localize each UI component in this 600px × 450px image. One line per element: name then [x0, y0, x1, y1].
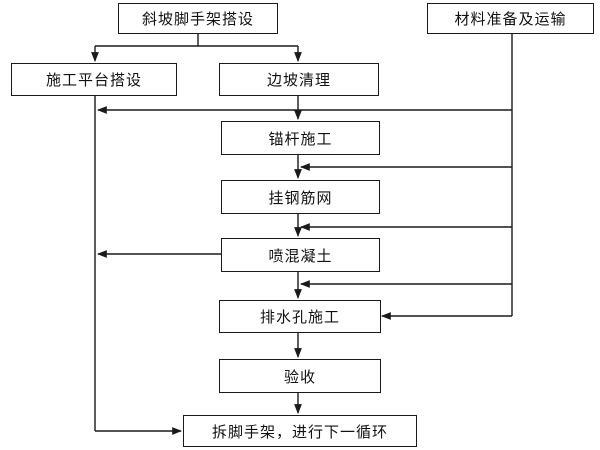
node-drain-hole: 排水孔施工: [219, 300, 381, 333]
node-scaffold-setup: 斜坡脚手架搭设: [118, 3, 278, 34]
node-acceptance: 验收: [219, 359, 381, 393]
node-dismantle: 拆脚手架，进行下一循环: [183, 415, 417, 447]
node-material-prep: 材料准备及运输: [427, 3, 594, 34]
node-platform-setup: 施工平台搭设: [11, 63, 177, 96]
node-steel-mesh: 挂钢筋网: [221, 180, 380, 214]
node-shotcrete: 喷混凝土: [221, 238, 380, 272]
node-anchor-construction: 锚杆施工: [221, 121, 380, 155]
node-slope-cleaning: 边坡清理: [219, 63, 379, 96]
